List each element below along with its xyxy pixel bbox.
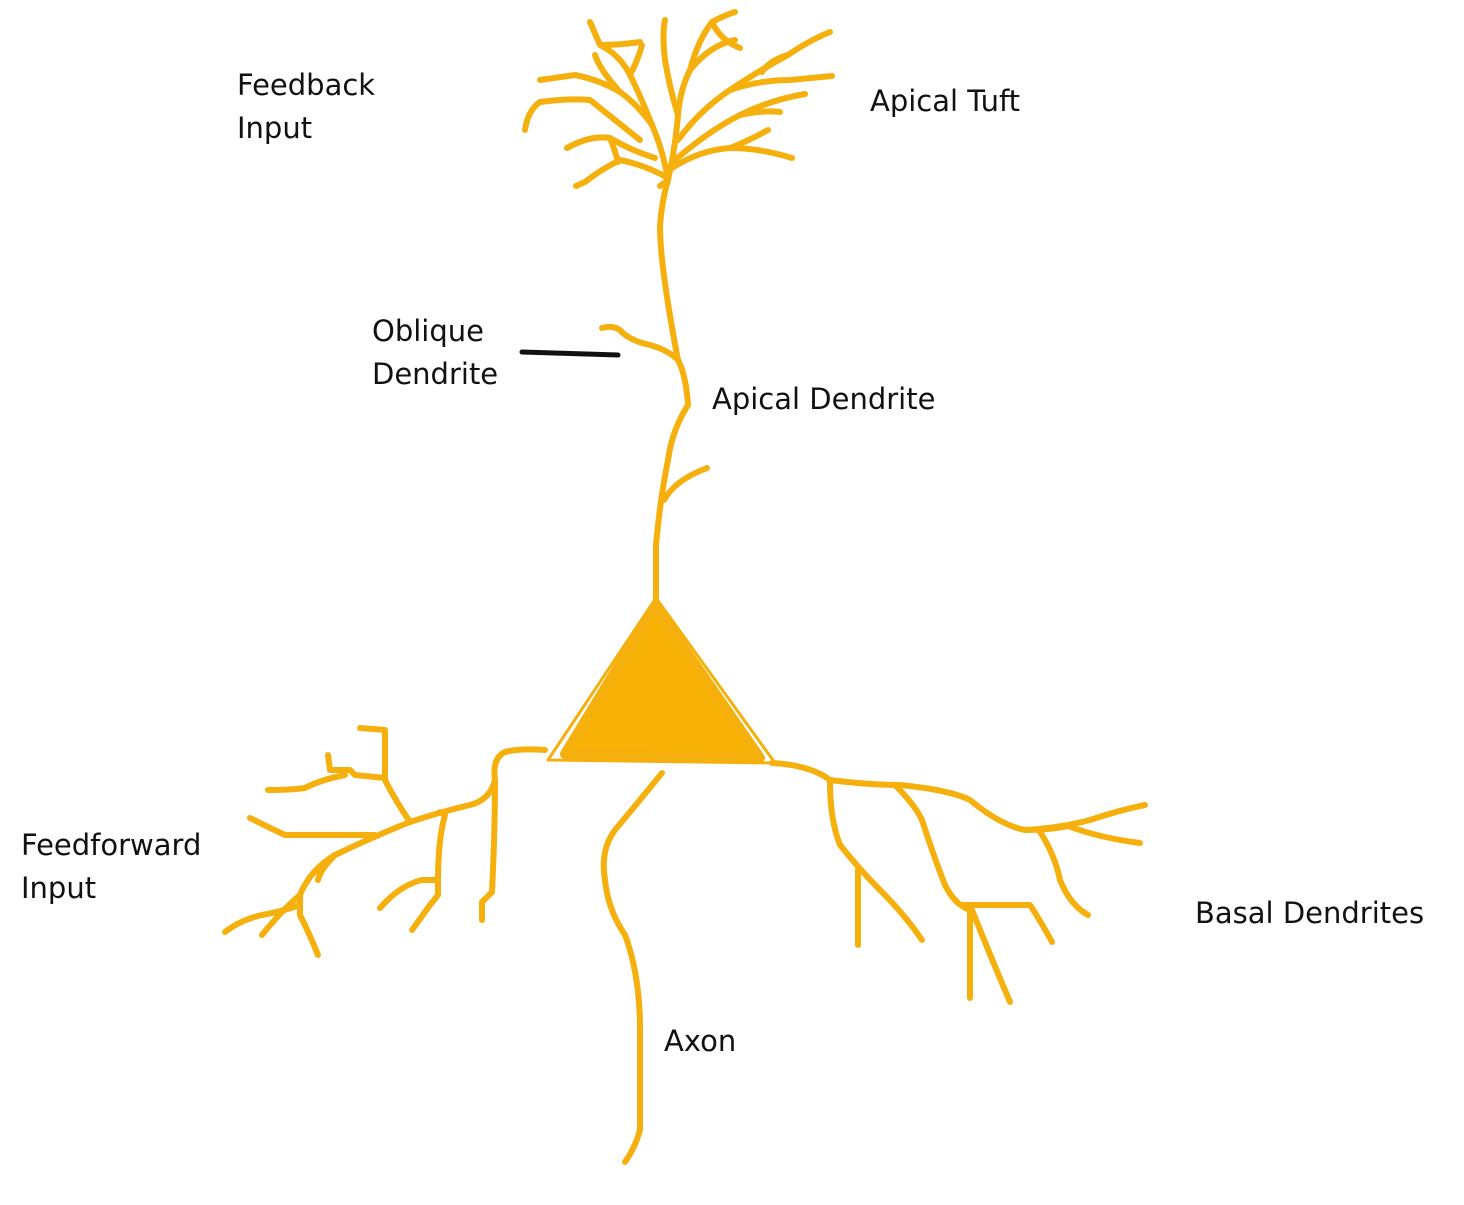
soma [560,601,765,763]
basal-dendrites-label: Basal Dendrites [1195,892,1424,935]
neuron-strokes [222,9,1148,1165]
oblique-pointer-line [519,349,621,358]
axon [600,770,665,1165]
basal-dendrites-left [222,725,548,958]
apical-tuft-label: Apical Tuft [870,80,1020,123]
oblique-dendrite-label: Oblique Dendrite [372,310,498,396]
feedforward-input-line-1: Feedforward [21,828,202,862]
apical-tuft-text: Apical Tuft [870,84,1021,118]
feedforward-input-label: Feedforward Input [21,824,201,910]
apical-tuft [522,9,835,189]
soma-outline [546,596,777,765]
feedforward-input-line-2: Input [21,871,97,905]
apical-dendrite-text: Apical Dendrite [712,382,936,416]
apical-dendrite-label: Apical Dendrite [712,378,935,421]
feedback-input-line-2: Input [237,111,313,145]
oblique-dendrite-line-1: Oblique [372,314,484,348]
oblique-dendrite [599,323,681,363]
basal-dendrites-right [769,760,1148,1005]
oblique-dendrite-line-2: Dendrite [372,357,499,391]
axon-text: Axon [664,1024,737,1058]
basal-dendrites-text: Basal Dendrites [1195,896,1425,930]
apical-dendrite [653,177,691,601]
axon-label: Axon [664,1020,736,1063]
feedback-input-line-1: Feedback [237,68,376,102]
apical-side-branch [661,465,710,503]
feedback-input-label: Feedback Input [237,64,375,150]
